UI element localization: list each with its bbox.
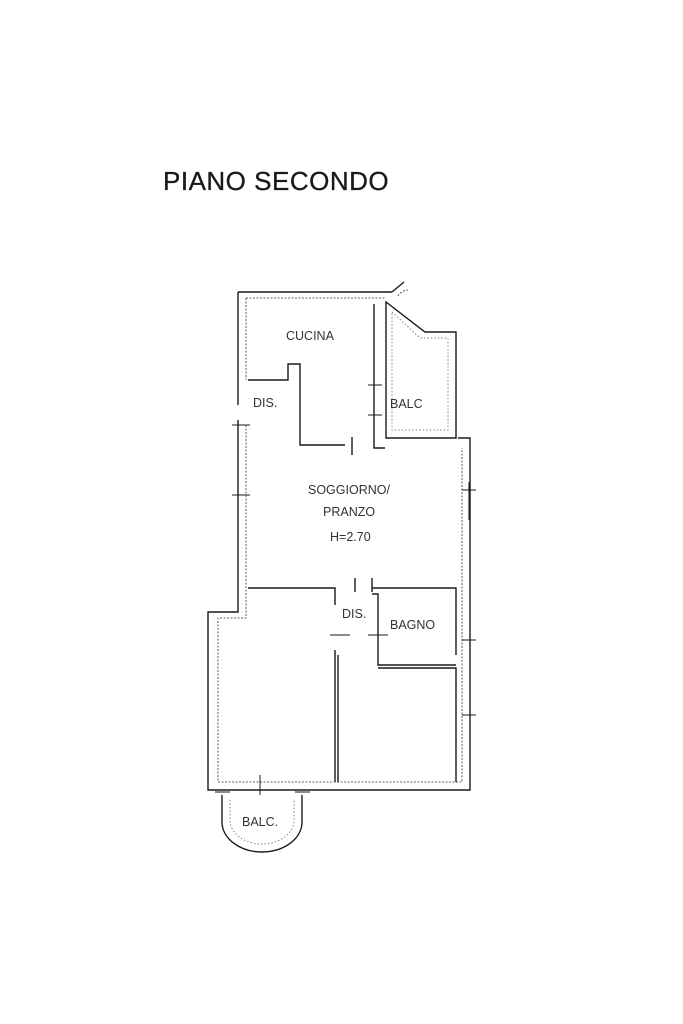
living-partitions <box>248 578 457 782</box>
outer-walls <box>207 291 471 791</box>
floor-plan-title: PIANO SECONDO <box>163 166 390 196</box>
upper-balcony-walls <box>385 281 457 439</box>
upper-balcony-label: BALC <box>390 397 423 411</box>
kitchen-label: CUCINA <box>286 329 335 343</box>
ceiling-height-label: H=2.70 <box>330 530 371 544</box>
kitchen-walls <box>248 304 385 455</box>
window-marks <box>232 384 476 795</box>
lower-balcony <box>215 791 310 853</box>
bathroom-label: BAGNO <box>390 618 435 632</box>
living-room-label-line1: SOGGIORNO/ <box>308 483 390 497</box>
lower-balcony-label: BALC. <box>242 815 278 829</box>
lower-hall-label: DIS. <box>342 607 366 621</box>
living-room-label-line2: PRANZO <box>323 505 375 519</box>
upper-hall-label: DIS. <box>253 396 277 410</box>
